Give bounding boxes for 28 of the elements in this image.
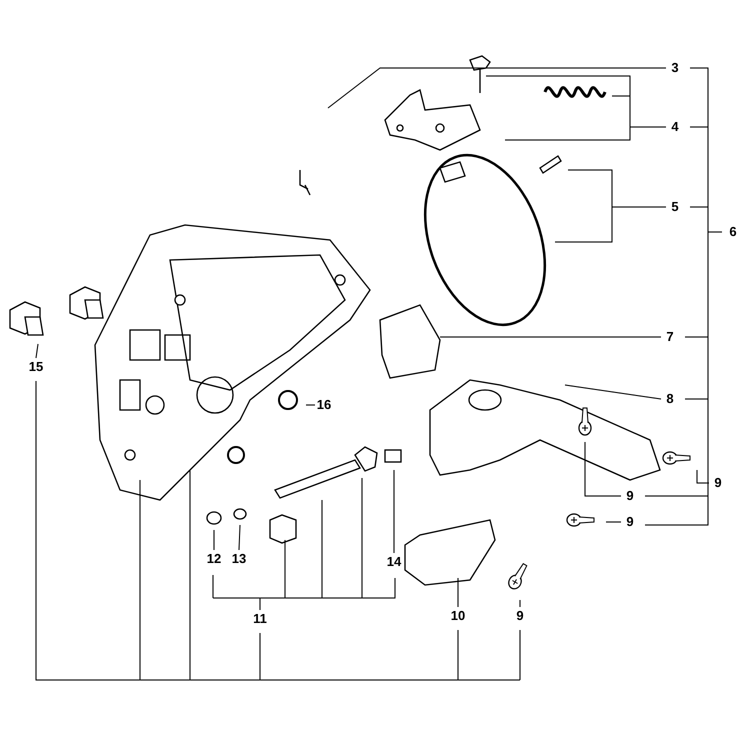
callout-number: 9 (511, 607, 529, 625)
leader-line (440, 336, 662, 338)
callout-number: 3 (666, 59, 684, 77)
callout-number: 10 (449, 607, 467, 625)
leader-line (696, 470, 710, 484)
leader-line (36, 344, 38, 358)
callout-number: 11 (251, 610, 269, 628)
callout-number: 9 (709, 474, 727, 492)
leader-line (306, 404, 316, 406)
leader-line (584, 442, 622, 496)
callout-number: 9 (621, 513, 639, 531)
leader-line (554, 206, 666, 242)
leader-line (260, 478, 362, 610)
callout-number: 14 (385, 553, 403, 571)
callout-number: 9 (621, 487, 639, 505)
callout-number: 6 (724, 223, 742, 241)
leader-line (564, 384, 662, 400)
callout-number: 5 (666, 198, 684, 216)
leader-line (238, 524, 240, 550)
callout-number: 15 (27, 358, 45, 376)
leader-line (328, 68, 666, 108)
callout-number: 12 (205, 550, 223, 568)
callout-number: 16 (315, 396, 333, 414)
callout-number: 8 (661, 390, 679, 408)
callout-number: 13 (230, 550, 248, 568)
callout-number: 7 (661, 328, 679, 346)
callout-number: 4 (666, 118, 684, 136)
leader-line (504, 126, 666, 140)
